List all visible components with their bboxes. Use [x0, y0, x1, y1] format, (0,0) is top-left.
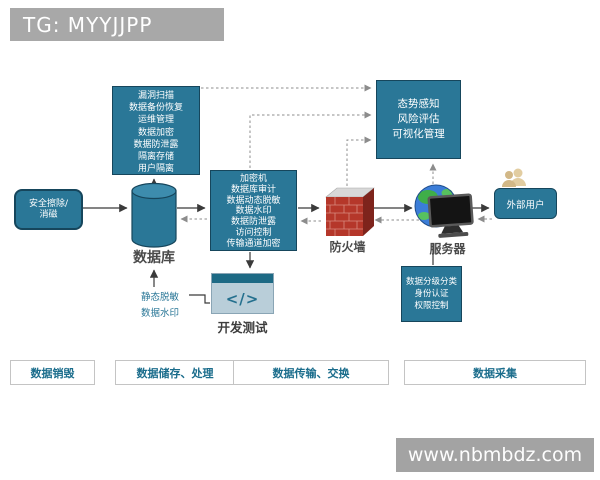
measure-item: 数据防泄露 [133, 139, 179, 150]
firewall-icon [325, 187, 375, 236]
measure-item: 用户隔离 [137, 164, 174, 175]
devtest-titlebar [212, 274, 273, 283]
tag-text: TG: MYYJJPP [23, 12, 153, 37]
server-icon [414, 184, 474, 238]
measure-item: 数据动态脱敏 [226, 195, 281, 206]
measure-item: 数据库审计 [230, 184, 276, 195]
measure-item: 风险评估 [397, 113, 440, 125]
measure-item: 权限控制 [414, 301, 449, 311]
measure-item: 可视化管理 [392, 128, 445, 140]
users-icon [502, 168, 526, 187]
erase-line: 消磁 [39, 209, 58, 220]
site-watermark: www.nbmbdz.com [396, 438, 594, 472]
measure-item: 加密机 [239, 174, 267, 184]
devtest-window-icon: </> [211, 273, 274, 314]
database-icon [131, 182, 177, 248]
stage-data-destruction: 数据销毁 [10, 360, 95, 385]
storage-security-box: 漏洞扫描 数据备份恢复 运维管理 数据加密 数据防泄露 隔离存储 用户隔离 [112, 86, 200, 175]
secure-erase-node: 安全擦除/ 消磁 [14, 189, 83, 230]
measure-item: 数据水印 [235, 206, 272, 217]
database-label: 数据库 [133, 250, 175, 266]
devtest-label: 开发测试 [217, 320, 268, 335]
stage-data-storage-processing: 数据储存、处理 [115, 360, 235, 385]
measure-item: 数据分级分类 [405, 277, 457, 287]
measure-item: 漏洞扫描 [137, 91, 174, 101]
erase-line: 安全擦除/ [28, 198, 69, 209]
measure-item: 隔离存储 [137, 152, 174, 163]
data-watermark-note: 数据水印 [141, 308, 180, 319]
stage-data-collection: 数据采集 [404, 360, 586, 385]
firewall-label: 防火墙 [329, 240, 366, 254]
measure-item: 身份认证 [414, 289, 449, 299]
external-user-node: 外部用户 [494, 188, 557, 219]
measure-item: 运维管理 [137, 115, 174, 126]
site-watermark-text: www.nbmbdz.com [407, 444, 583, 466]
measure-item: 传输通道加密 [226, 238, 281, 249]
static-masking-note: 静态脱敏 [141, 292, 180, 303]
measure-item: 访问控制 [235, 227, 272, 238]
measure-item: 数据备份恢复 [128, 103, 183, 114]
transit-security-box: 加密机 数据库审计 数据动态脱敏 数据水印 数据防泄露 访问控制 传输通道加密 [210, 170, 297, 251]
stage-data-transfer-exchange: 数据传输、交换 [233, 360, 389, 385]
access-control-box: 数据分级分类 身份认证 权限控制 [401, 266, 462, 322]
measure-item: 数据加密 [137, 127, 174, 138]
external-user-label: 外部用户 [506, 199, 545, 211]
measure-item: 态势感知 [397, 98, 440, 110]
server-label: 服务器 [429, 242, 466, 256]
situation-awareness-box: 态势感知 风险评估 可视化管理 [376, 80, 461, 159]
code-icon: </> [225, 289, 260, 308]
measure-item: 数据防泄露 [230, 217, 276, 228]
watermark-tag-banner: TG: MYYJJPP [10, 8, 224, 41]
